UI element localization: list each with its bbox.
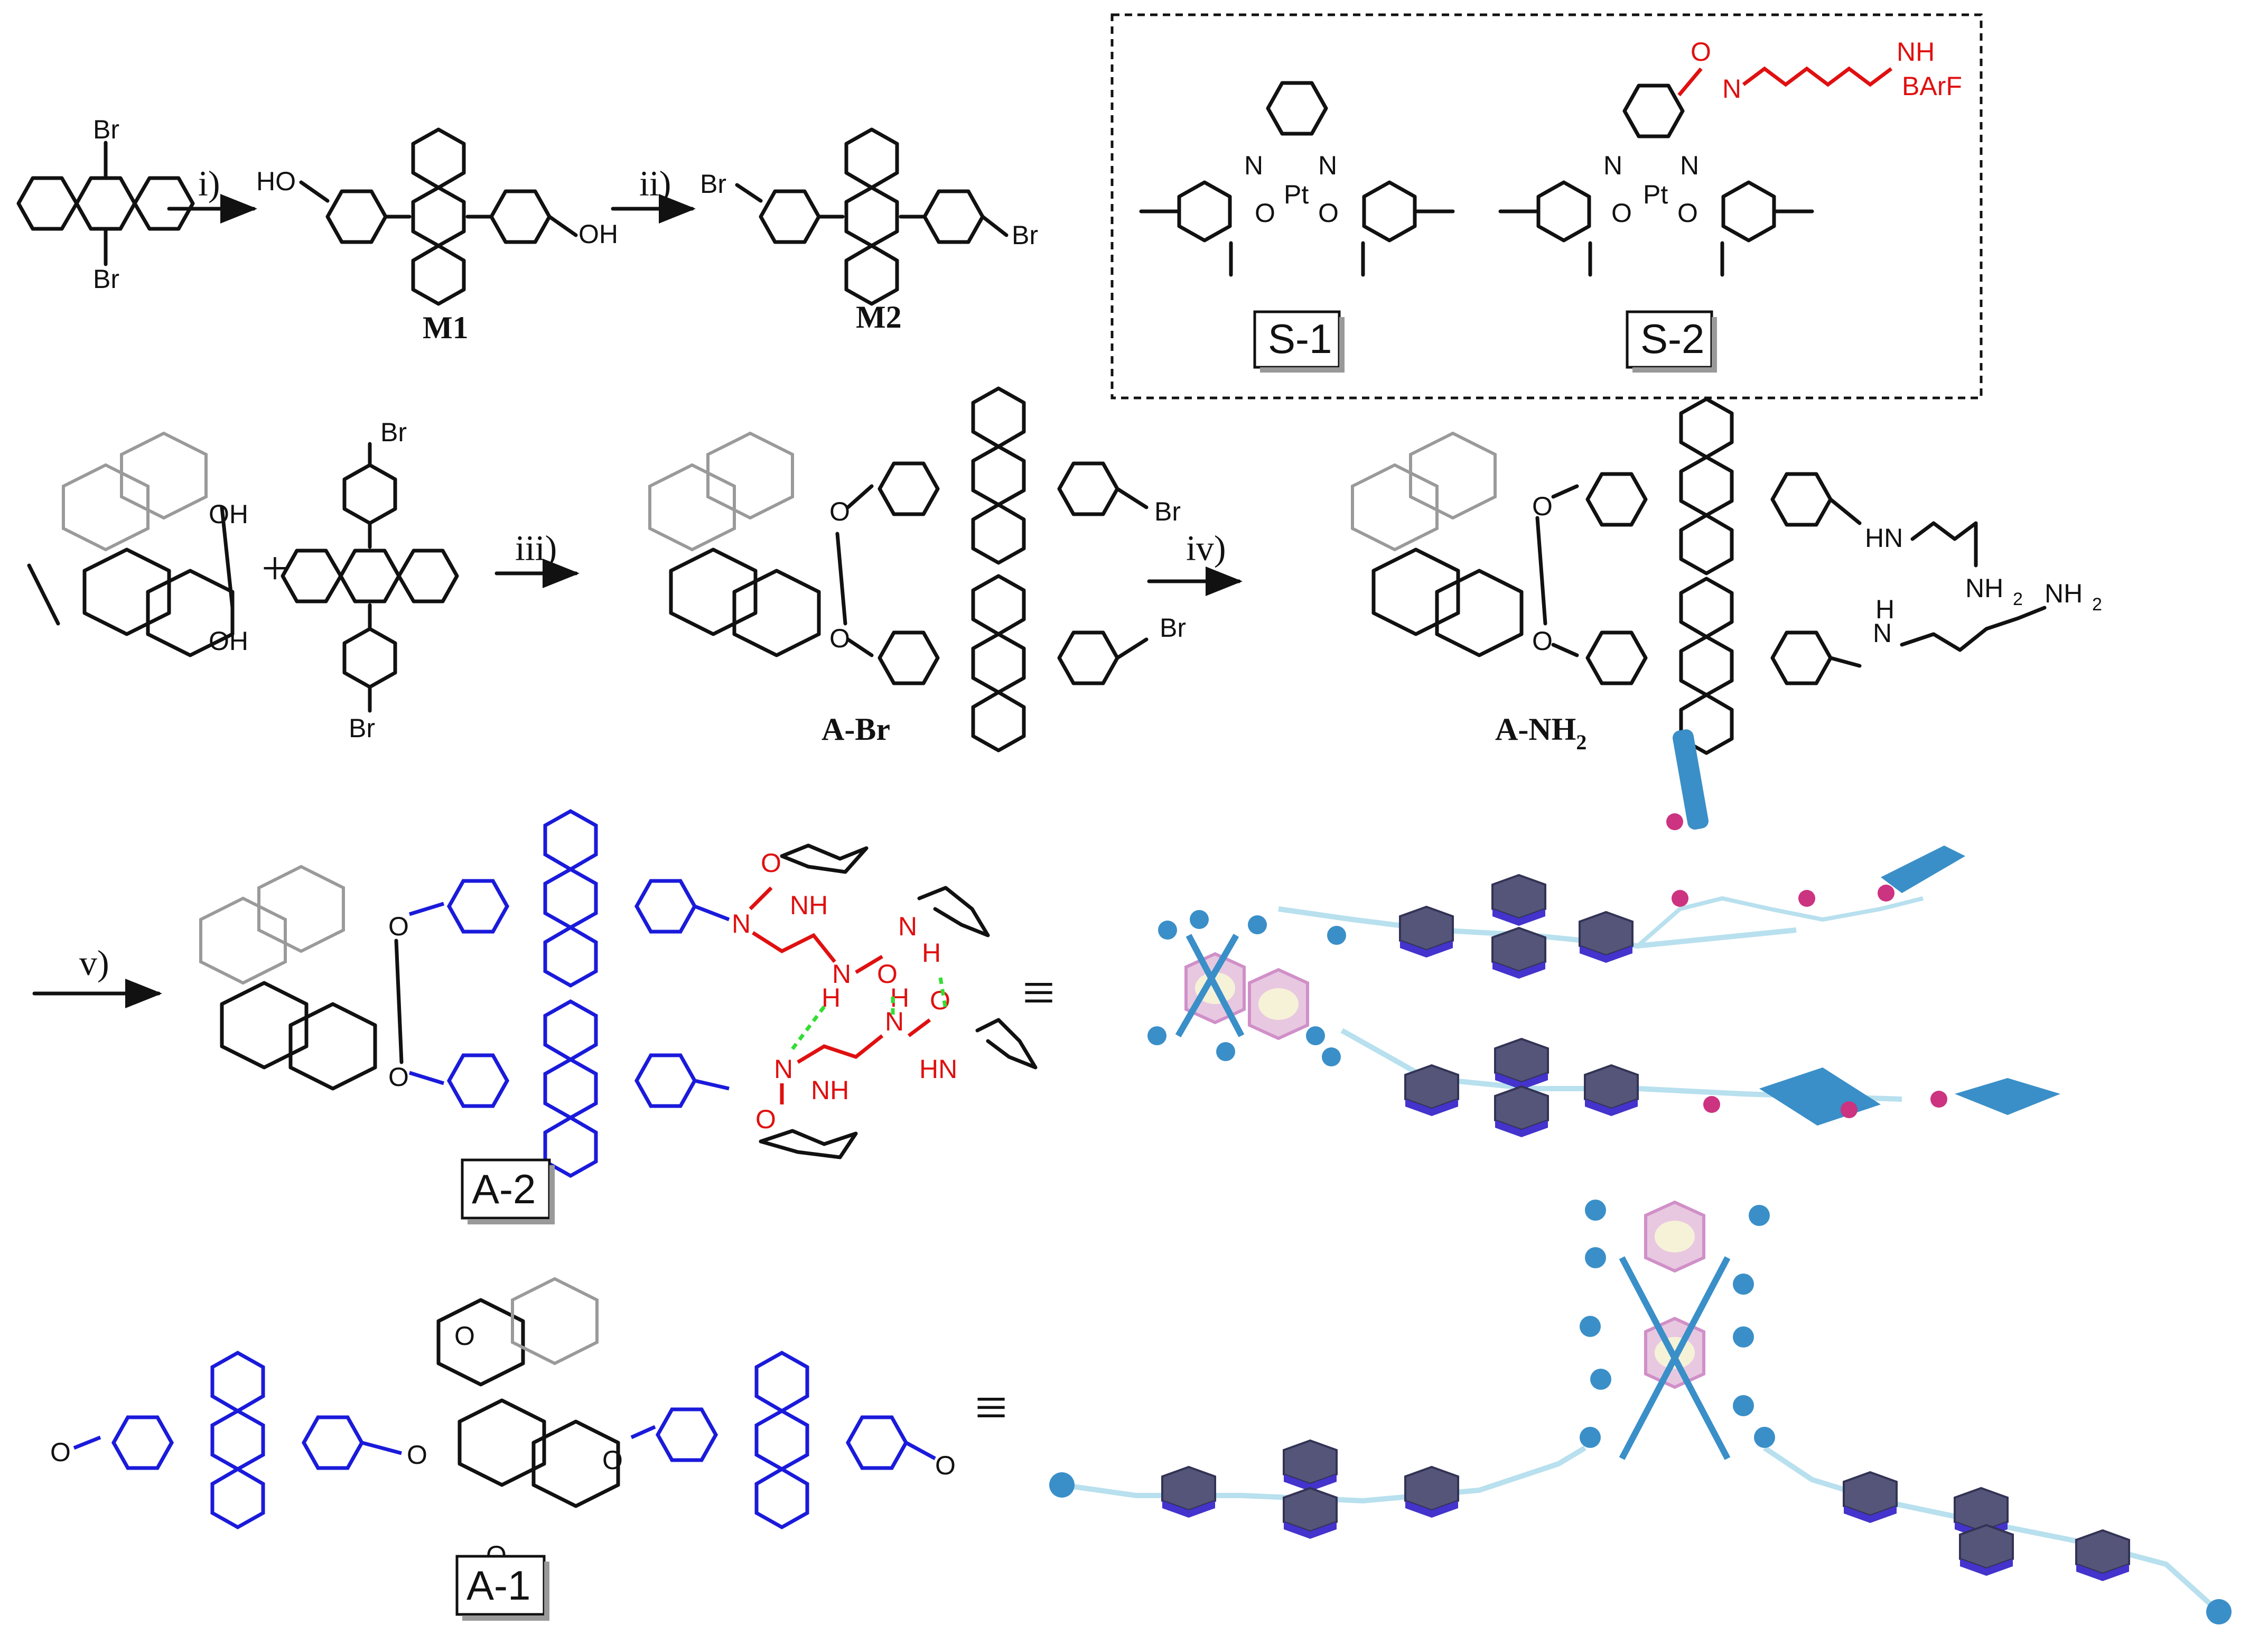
- br-top: Br: [93, 115, 119, 144]
- label-s1: S-1: [1268, 315, 1332, 362]
- svg-text:N: N: [1722, 74, 1741, 104]
- svg-text:Br: Br: [380, 417, 407, 447]
- svg-text:O: O: [388, 912, 409, 941]
- svg-text:HN: HN: [1865, 523, 1903, 553]
- compound-a-2: O O N O NH N H O N H N N H O HN O NH: [199, 811, 1038, 1224]
- catalyst-box: [1110, 13, 1983, 400]
- svg-text:O: O: [454, 1321, 475, 1351]
- model-a-1: [1049, 1200, 2232, 1624]
- svg-text:O: O: [388, 1062, 409, 1092]
- svg-text:NH: NH: [1897, 37, 1935, 67]
- svg-text:O: O: [1677, 198, 1698, 228]
- label-a-1: A-1: [466, 1562, 530, 1609]
- svg-text:Br: Br: [349, 713, 375, 743]
- label-m2: M2: [856, 300, 902, 335]
- svg-text:Pt: Pt: [1284, 180, 1309, 209]
- label-a-br: A-Br: [822, 712, 890, 747]
- equiv-symbol-1: ≡: [1022, 960, 1055, 1025]
- compound-a-nh2: O O HN NH 2 N H NH 2 A-NH2: [1351, 399, 2102, 754]
- compound-s2: O N NH BArF N N Pt O O S-2: [1498, 37, 1962, 373]
- svg-text:N: N: [1318, 151, 1337, 180]
- svg-text:NH: NH: [811, 1075, 849, 1105]
- svg-text:NH: NH: [1965, 573, 2003, 603]
- br-bottom: Br: [93, 264, 119, 294]
- compound-a-1: O O O O O O A-1: [50, 1277, 956, 1621]
- equiv-symbol-2: ≡: [975, 1375, 1007, 1439]
- svg-text:Pt: Pt: [1643, 180, 1668, 209]
- svg-text:O: O: [407, 1440, 427, 1470]
- pillararene-diol: OH OH: [27, 431, 248, 657]
- compound-m2: Br Br M2: [700, 129, 1038, 335]
- svg-text:O: O: [1255, 198, 1275, 228]
- svg-text:Br: Br: [700, 169, 726, 199]
- svg-text:2: 2: [2092, 595, 2102, 615]
- svg-text:O: O: [761, 848, 781, 878]
- svg-text:O: O: [602, 1445, 623, 1475]
- svg-text:O: O: [50, 1437, 71, 1467]
- svg-text:NH: NH: [790, 890, 828, 920]
- label-a-nh2: A-NH2: [1495, 712, 1586, 754]
- label-s2: S-2: [1640, 315, 1704, 362]
- svg-text:N: N: [898, 912, 917, 941]
- svg-text:N: N: [1680, 151, 1699, 180]
- svg-text:OH: OH: [578, 219, 618, 249]
- step-ii-label: ii): [639, 163, 671, 203]
- svg-text:NH: NH: [2045, 579, 2083, 608]
- label-a-2: A-2: [472, 1166, 536, 1212]
- svg-text:Br: Br: [1160, 613, 1186, 643]
- svg-text:OH: OH: [209, 499, 248, 529]
- svg-text:O: O: [935, 1451, 956, 1480]
- svg-text:N: N: [1603, 151, 1622, 180]
- step-v-label: v): [79, 943, 109, 983]
- svg-text:O: O: [829, 497, 850, 526]
- svg-text:O: O: [930, 986, 950, 1015]
- compound-a-br: O O Br Br A-Br: [648, 388, 1186, 750]
- svg-text:N: N: [1244, 151, 1263, 180]
- m2-vertical: Br Br: [283, 417, 457, 743]
- svg-text:N: N: [774, 1054, 793, 1084]
- step-iii-label: iii): [515, 528, 557, 568]
- svg-text:Br: Br: [1154, 497, 1181, 526]
- svg-text:N: N: [1873, 618, 1892, 648]
- plus-sign: +: [262, 542, 288, 595]
- svg-text:O: O: [1318, 198, 1339, 228]
- svg-text:O: O: [1532, 626, 1553, 656]
- svg-text:O: O: [1611, 198, 1632, 228]
- svg-text:N: N: [832, 959, 851, 989]
- svg-text:OH: OH: [209, 626, 248, 656]
- svg-text:N: N: [732, 909, 751, 939]
- svg-text:2: 2: [2013, 589, 2023, 609]
- svg-text:O: O: [755, 1104, 776, 1134]
- model-a-2: [1147, 729, 2060, 1138]
- step-i-label: i): [198, 163, 220, 203]
- svg-text:O: O: [877, 959, 898, 989]
- step-iv-label: iv): [1186, 528, 1226, 568]
- svg-text:Br: Br: [1012, 220, 1038, 250]
- svg-text:BArF: BArF: [1902, 71, 1962, 101]
- dibromoanthracene: Br Br: [18, 115, 193, 294]
- svg-text:O: O: [1532, 491, 1553, 521]
- svg-text:O: O: [1691, 37, 1711, 67]
- svg-text:HN: HN: [919, 1054, 957, 1084]
- label-m1: M1: [423, 310, 469, 345]
- svg-text:H: H: [922, 938, 941, 968]
- compound-m1: HO OH M1: [256, 129, 618, 345]
- compound-s1: N N Pt O O S-1: [1139, 83, 1455, 373]
- svg-text:HO: HO: [256, 166, 296, 196]
- svg-text:H: H: [1875, 595, 1894, 624]
